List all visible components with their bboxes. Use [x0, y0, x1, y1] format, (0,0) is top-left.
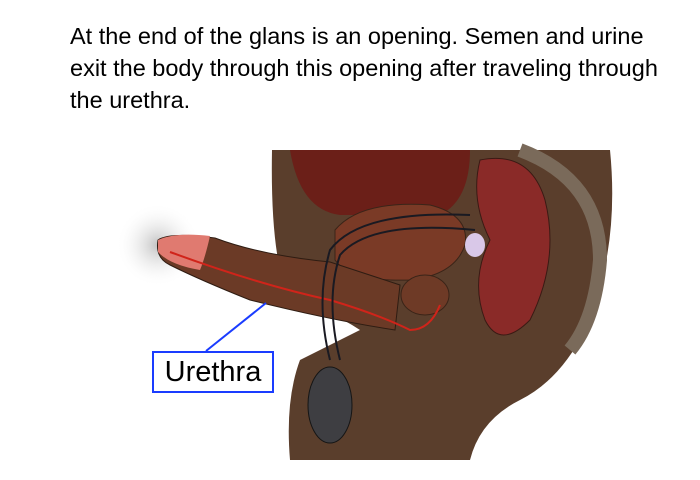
testicle: [307, 366, 353, 444]
rectum: [476, 157, 551, 336]
vas-deferens-2: [331, 226, 476, 361]
spine: [517, 143, 608, 355]
prostate: [400, 274, 450, 316]
urethra: [169, 251, 441, 332]
seminal-vesicle: [465, 233, 485, 257]
vas-deferens: [321, 213, 471, 361]
urethra-label: Urethra: [152, 351, 274, 393]
abdominal-cavity: [290, 150, 470, 215]
urethra-leader-line: [205, 302, 267, 352]
penis: [157, 234, 401, 331]
caption-text: At the end of the glans is an opening. S…: [70, 23, 658, 113]
